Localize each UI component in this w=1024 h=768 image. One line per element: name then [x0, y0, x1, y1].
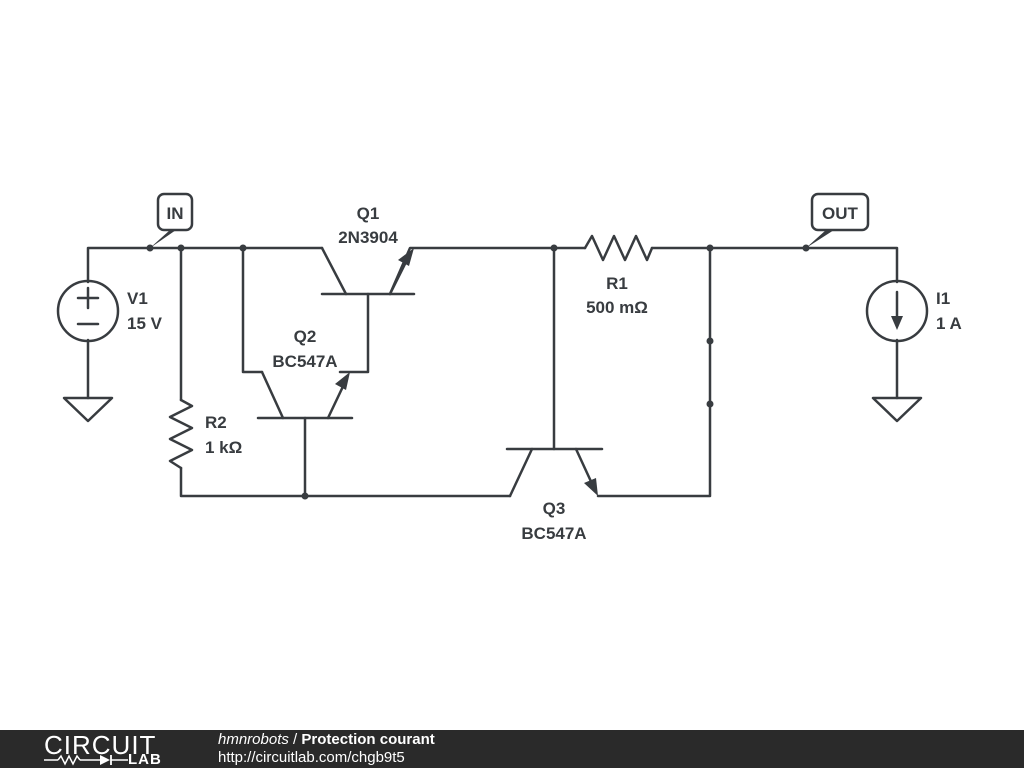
q3-value: BC547A — [521, 524, 586, 543]
ground-i1-icon — [871, 396, 923, 423]
junction-nodes — [146, 244, 810, 500]
resistor-r2: R2 1 kΩ — [168, 398, 242, 470]
footer-bar: CIRCUIT LAB hmnrobots / Protection coura… — [0, 730, 1024, 768]
i1-name: I1 — [936, 289, 950, 308]
circuit-attribution: hmnrobots / Protection courant — [218, 731, 435, 749]
resistor-diode-logo-icon — [44, 754, 128, 766]
transistor-q2: Q2 BC547A — [256, 327, 354, 420]
voltage-source-v1: V1 15 V — [56, 279, 163, 343]
r2-name: R2 — [205, 413, 227, 432]
port-in-label: IN — [167, 204, 184, 223]
r1-value: 500 mΩ — [586, 298, 648, 317]
port-out: OUT — [806, 192, 870, 248]
resistor-r1: R1 500 mΩ — [583, 234, 654, 317]
v1-value: 15 V — [127, 314, 163, 333]
current-source-i1: I1 1 A — [865, 279, 962, 343]
q1-value: 2N3904 — [338, 228, 398, 247]
brand-wordmark-circuit: CIRCUIT — [44, 730, 157, 760]
schematic-diagram: IN OUT V1 15 V I1 1 — [56, 192, 962, 543]
port-out-label: OUT — [822, 204, 859, 223]
wires — [86, 246, 899, 498]
port-in: IN — [150, 192, 194, 248]
q2-name: Q2 — [294, 327, 317, 346]
circuit-url-link[interactable]: http://circuitlab.com/chgb9t5 — [218, 749, 405, 766]
ground-v1-icon — [62, 396, 114, 423]
brand-wordmark-lab: LAB — [128, 751, 162, 768]
transistor-q1: Q1 2N3904 — [320, 204, 416, 296]
transistor-q3: Q3 BC547A — [505, 447, 604, 543]
r2-value: 1 kΩ — [205, 438, 242, 457]
q1-name: Q1 — [357, 204, 380, 223]
i1-value: 1 A — [936, 314, 962, 333]
q3-name: Q3 — [543, 499, 566, 518]
v1-name: V1 — [127, 289, 148, 308]
r1-name: R1 — [606, 274, 628, 293]
author-name[interactable]: hmnrobots — [218, 731, 289, 748]
attribution-separator: / — [288, 731, 302, 748]
circuit-title: Protection courant — [301, 731, 435, 748]
q2-value: BC547A — [272, 352, 337, 371]
